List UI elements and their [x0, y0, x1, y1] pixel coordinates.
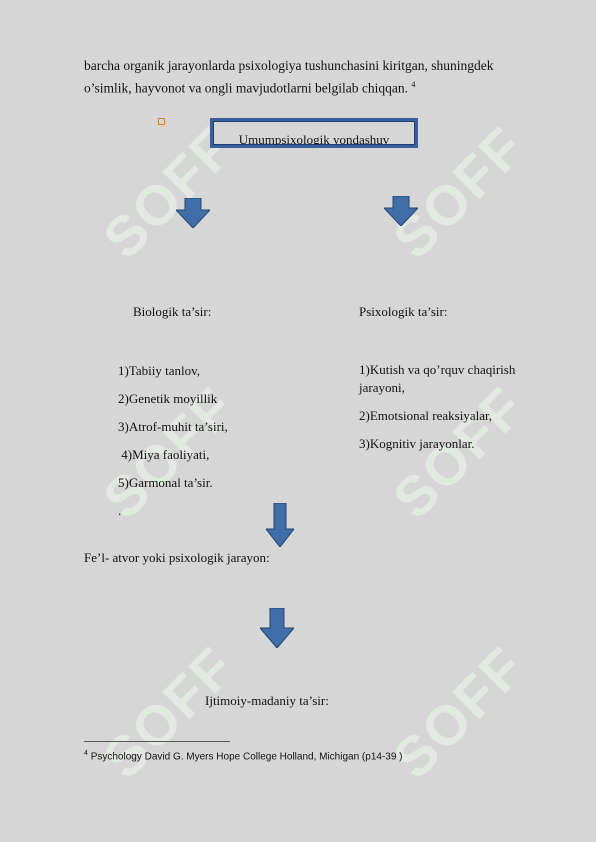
list-item: 2)Genetik moyillik: [118, 391, 218, 406]
list-item: 1)Tabiiy tanlov,: [118, 363, 201, 378]
list-item: 3)Atrof-muhit ta’siri,: [118, 419, 228, 434]
down-arrow-icon: [260, 608, 294, 648]
behavior-label: Fe’l- atvor yoki psixologik jarayon:: [84, 550, 270, 565]
list-item: 3)Kognitiv jarayonlar.: [359, 436, 475, 451]
psychological-heading: Psixologik ta’sir:: [359, 304, 448, 319]
footnote-number: 4: [84, 750, 88, 757]
intro-line-1: barcha organik jarayonlarda psixologiya …: [84, 58, 494, 73]
intro-line-2: o’simlik, hayvonot va ongli mavjudotlarn…: [84, 75, 524, 98]
sociocultural-label: Ijtimoiy-madaniy ta’sir:: [205, 693, 329, 708]
list-trailing-dot: .: [118, 503, 122, 518]
watermark: SOFF: [380, 634, 537, 791]
footnote-ref: 4: [411, 80, 416, 89]
footnote-divider: [84, 741, 230, 742]
intro-paragraph: barcha organik jarayonlarda psixologiya …: [84, 56, 524, 98]
intro-line-2-text: o’simlik, hayvonot va ongli mavjudotlarn…: [84, 80, 408, 96]
watermark: SOFF: [90, 634, 247, 791]
footnote: 4 Psychology David G. Myers Hope College…: [84, 750, 403, 762]
list-item: 2)Emotsional reaksiyalar,: [359, 408, 493, 423]
diagram-title: Umumpsixologik yondashuv: [238, 132, 390, 147]
list-item: 4)Miya faoliyati,: [118, 447, 210, 462]
anchor-mark-icon: [158, 118, 165, 125]
down-arrow-icon: [266, 503, 294, 547]
down-arrow-icon: [384, 196, 418, 226]
down-arrow-icon: [176, 198, 210, 228]
psychological-list: 1)Kutish va qo’rquv chaqirish jarayoni, …: [359, 361, 539, 463]
list-item: 1)Kutish va qo’rquv chaqirish jarayoni,: [359, 362, 516, 395]
diagram-title-box: Umumpsixologik yondashuv: [210, 118, 418, 148]
biological-list: 1)Tabiiy tanlov, 2)Genetik moyillik 3)At…: [118, 362, 228, 530]
list-item: 5)Garmonal ta’sir.: [118, 475, 213, 490]
footnote-text: Psychology David G. Myers Hope College H…: [90, 751, 403, 763]
biological-heading: Biologik ta’sir:: [133, 304, 212, 319]
